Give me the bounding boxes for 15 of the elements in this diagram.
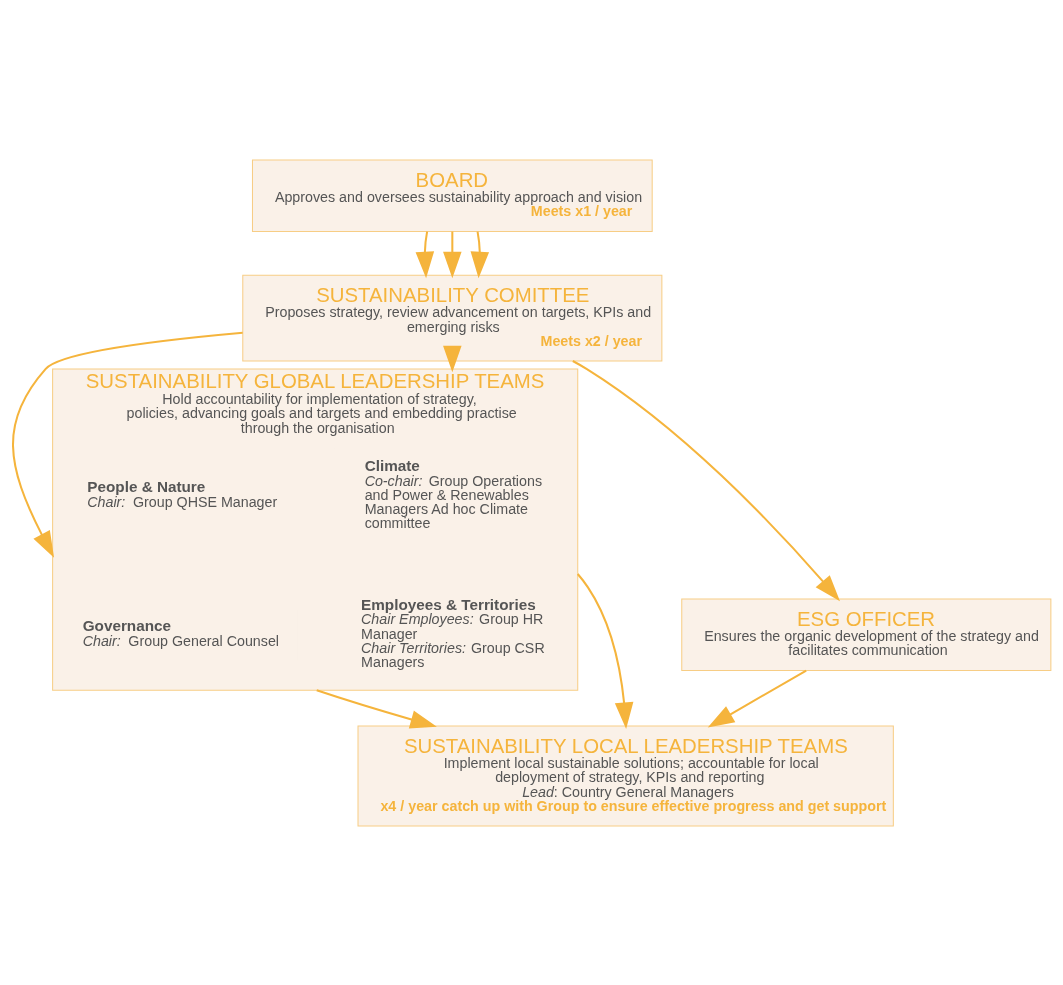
arrow — [707, 669, 807, 727]
node-box: BOARD Approves and oversees sustainability approach and vision Meets x1 / year — [251, 159, 653, 232]
arrow — [470, 230, 490, 278]
arrow — [443, 231, 462, 278]
node-text: People & Nature Chair: Group QHSE Manager — [87, 477, 278, 510]
node-box: ESG OFFICER Ensures the organic development of the strategy and facilitates communication — [681, 598, 1052, 671]
node-text: Climate Co-chair: Group Operations and Power & Renewables Managers Ad hoc Climate committee — [364, 456, 543, 531]
node-box: SUSTAINABILITY LOCAL LEADERSHIP TEAMS Implement local sustainable solutions; accountable for local deployment of strategy, KPIs and reporting Lead: Country General Managers x4 / year catch up with Group to ensure effective progress and get support — [357, 725, 894, 826]
arrow — [443, 345, 462, 372]
arrow — [415, 230, 435, 278]
arrow — [316, 688, 437, 728]
arrow — [12, 331, 243, 558]
arrow — [576, 572, 634, 729]
node-text: Governance Chair: Group General Counsel — [82, 616, 280, 649]
node-text: Employees & Territories Chair Employees: Group HR Manager Chair Territories: Group CSR Managers — [361, 595, 545, 670]
